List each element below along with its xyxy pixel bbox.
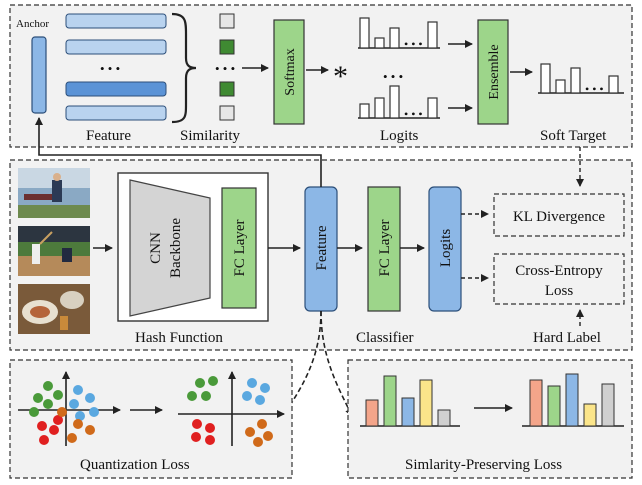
feature-ellipsis: • • •	[100, 61, 120, 76]
classifier-fc-label: FC Layer	[377, 219, 393, 276]
scatter-after	[178, 371, 285, 447]
similarity-label: Similarity	[180, 128, 241, 144]
similarity-cell	[219, 81, 235, 97]
logits-label-middle: Logits	[438, 229, 454, 267]
colored-bars-after	[522, 373, 624, 427]
soft-target-label: Soft Target	[540, 128, 607, 144]
logit-bar	[359, 17, 370, 49]
logit-bar	[389, 85, 400, 119]
similarity-cell	[219, 39, 235, 55]
quantization-loss-label: Quantization Loss	[80, 457, 190, 473]
logit-bar	[374, 97, 385, 119]
feature-label: Feature	[86, 128, 131, 144]
classifier-label: Classifier	[356, 330, 414, 346]
input-images	[18, 168, 90, 334]
soft-bar	[608, 75, 619, 94]
soft-bar	[570, 67, 581, 94]
anchor-feature-vector	[31, 36, 47, 114]
logits-bars-bottom: • • •	[358, 85, 440, 121]
hash-function-label: Hash Function	[135, 330, 223, 346]
feature-item	[65, 105, 167, 121]
photo-baseball	[18, 226, 90, 276]
logit-bar	[427, 21, 438, 49]
arrow-feature-to-anchor	[35, 117, 322, 187]
classifier-fc-box	[367, 186, 401, 312]
feature-item	[65, 39, 167, 55]
brace	[171, 12, 197, 124]
feature-item	[65, 81, 167, 97]
soft-bar	[555, 79, 566, 94]
ce-label-1: Cross-Entropy	[515, 263, 603, 279]
feature-list: • • •	[65, 13, 167, 121]
backbone-label: Backbone	[168, 218, 184, 278]
hard-label: Hard Label	[533, 330, 601, 346]
fc-layer-box	[221, 187, 257, 309]
soft-target-bars: • • •	[538, 63, 624, 96]
cnn-label: CNN	[148, 232, 164, 264]
logit-bar	[359, 103, 370, 119]
soft-dots: • • •	[585, 82, 604, 96]
ce-label-2: Loss	[545, 283, 574, 299]
ensemble-box	[477, 19, 509, 125]
logit-bar	[389, 27, 400, 49]
feature-label-middle: Feature	[314, 225, 330, 270]
scatter-before	[18, 371, 121, 446]
logits-ellipsis: • • •	[383, 69, 403, 84]
soft-bar	[540, 63, 551, 94]
logit-bar	[374, 37, 385, 49]
anchor-label: Anchor	[16, 18, 49, 30]
feature-item	[65, 13, 167, 29]
photo-food-table	[18, 284, 90, 334]
logits-label-top: Logits	[380, 128, 418, 144]
cnn-backbone-trapezoid	[129, 179, 211, 317]
similarity-preserving-loss-label: Simlarity-Preserving Loss	[405, 457, 562, 473]
fc-layer-label: FC Layer	[232, 219, 248, 276]
logit-dots: • • •	[404, 107, 423, 121]
kl-divergence-box	[493, 193, 625, 237]
logits-bars-top: • • •	[358, 17, 440, 51]
photo-park-bench	[18, 168, 90, 218]
ensemble-label: Ensemble	[487, 44, 502, 99]
similarity-column: • • •	[215, 13, 235, 121]
logit-bar	[427, 97, 438, 119]
logit-dots: • • •	[404, 37, 423, 51]
softmax-box	[273, 19, 305, 125]
similarity-ellipsis: • • •	[215, 61, 235, 76]
top-panel	[9, 4, 633, 148]
colored-bars-before	[360, 375, 460, 427]
similarity-cell	[219, 13, 235, 29]
kl-label: KL Divergence	[513, 209, 605, 225]
multiply-symbol: *	[333, 60, 348, 93]
similarity-cell	[219, 105, 235, 121]
logits-box	[428, 186, 462, 312]
softmax-label: Softmax	[283, 48, 298, 95]
cross-entropy-box	[493, 253, 625, 305]
